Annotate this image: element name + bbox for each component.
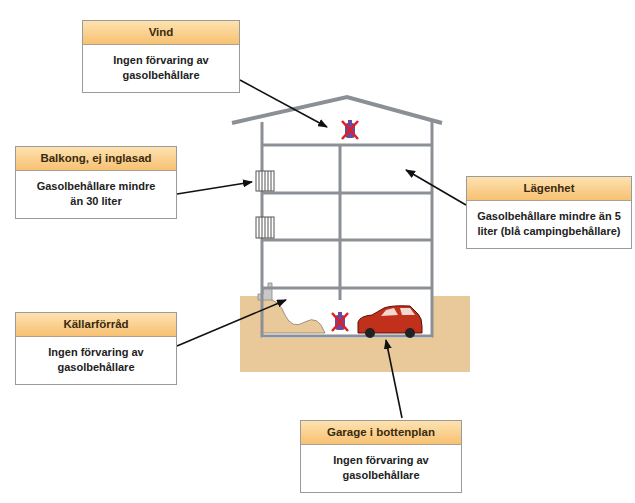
basement-hill <box>262 296 325 333</box>
no-gas-bottle-symbol <box>342 120 358 139</box>
callout-text: Ingen förvaring av gasolbehållare <box>33 337 159 384</box>
callout-text: Gasolbehållare mindre än 30 liter <box>23 171 169 218</box>
callout-box: KällarförrådIngen förvaring av gasolbehå… <box>15 312 177 385</box>
leader-line <box>177 80 466 418</box>
callout-heading: Garage i bottenplan <box>301 421 461 445</box>
no-gas-bottle-symbol <box>332 312 348 331</box>
callout-text: Ingen förvaring av gasolbehållare <box>98 45 224 92</box>
callout-box: Garage i bottenplanIngen förvaring av ga… <box>300 420 462 493</box>
callout-heading: Lägenhet <box>467 177 631 201</box>
callout-text: Ingen förvaring av gasolbehållare <box>313 445 449 492</box>
callout-heading: Vind <box>83 21 239 45</box>
callout-heading: Balkong, ej inglasad <box>16 147 176 171</box>
callout-box: VindIngen förvaring av gasolbehållare <box>82 20 240 93</box>
car <box>358 306 422 338</box>
callout-text: Gasolbehållare mindre än 5 liter (blå ca… <box>467 201 631 248</box>
building <box>232 97 442 336</box>
callout-heading: Källarförråd <box>16 313 176 337</box>
stairs <box>258 283 272 300</box>
callout-box: Balkong, ej inglasadGasolbehållare mindr… <box>15 146 177 219</box>
ground <box>240 296 470 372</box>
callout-box: LägenhetGasolbehållare mindre än 5 liter… <box>466 176 632 249</box>
balcony <box>256 171 274 238</box>
